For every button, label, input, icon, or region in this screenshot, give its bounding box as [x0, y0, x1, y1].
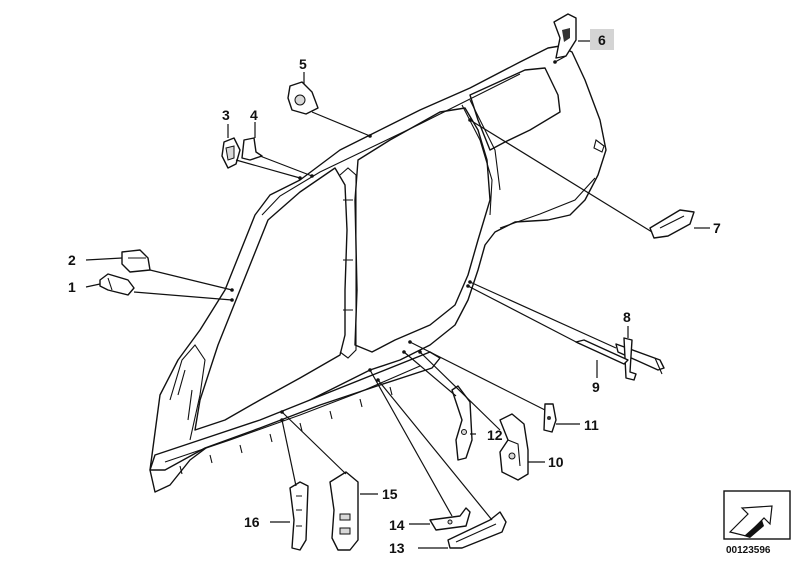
- part-4: [241, 137, 263, 161]
- callout-7: 7: [713, 220, 721, 236]
- part-9: [575, 339, 629, 365]
- document-number: 00123596: [726, 545, 771, 556]
- part-10: [499, 413, 529, 481]
- part-14: [429, 507, 471, 531]
- callout-12: 12: [487, 427, 503, 443]
- side-frame: [149, 45, 607, 493]
- part-6: [553, 13, 577, 59]
- part-1: [99, 273, 135, 296]
- callout-10: 10: [548, 454, 564, 470]
- callout-8: 8: [623, 309, 631, 325]
- arrow-direction-icon: [723, 490, 791, 540]
- part-8: [615, 337, 665, 381]
- callout-9: 9: [592, 379, 600, 395]
- leader-lines: [85, 40, 710, 549]
- part-12: [451, 385, 473, 461]
- callout-2: 2: [68, 252, 76, 268]
- part-5: [287, 81, 319, 115]
- callout-3: 3: [222, 107, 230, 123]
- part-11: [543, 403, 557, 433]
- callouts: 1 2 3 4 5 6 7 8 9 10 11 12 13 14 15 16: [68, 29, 721, 556]
- callout-11: 11: [584, 417, 599, 433]
- callout-14: 14: [389, 517, 405, 533]
- part-7: [649, 209, 695, 239]
- callout-6: 6: [598, 32, 606, 48]
- part-16: [289, 481, 309, 551]
- part-2: [121, 249, 151, 273]
- callout-15: 15: [382, 486, 398, 502]
- part-15: [329, 471, 359, 551]
- callout-6-highlight: [590, 29, 614, 50]
- callout-13: 13: [389, 540, 405, 556]
- callout-16: 16: [244, 514, 260, 530]
- part-3: [221, 137, 241, 169]
- callout-4: 4: [250, 107, 258, 123]
- callout-1: 1: [68, 279, 76, 295]
- callout-5: 5: [299, 56, 307, 72]
